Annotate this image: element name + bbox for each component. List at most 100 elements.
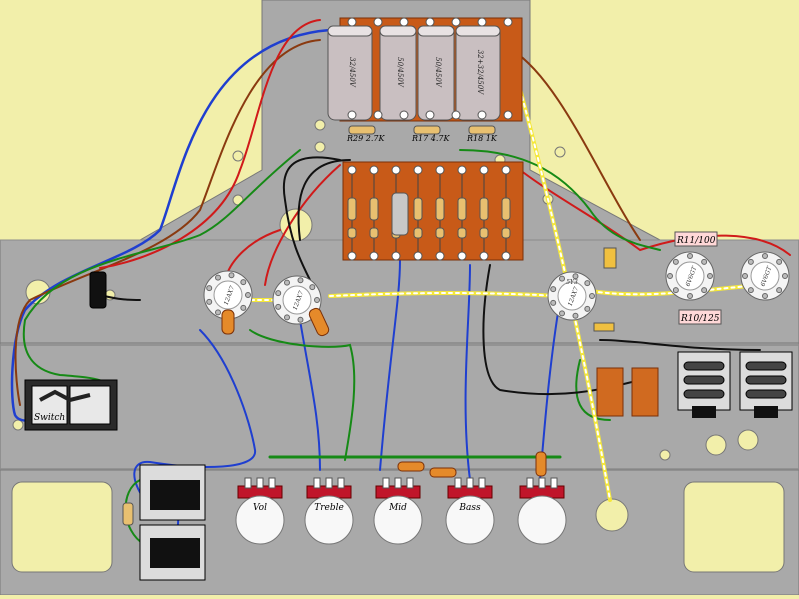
- tone-cap: [308, 307, 330, 337]
- resistor-r10: [678, 309, 722, 325]
- tube-socket: 12AX7: [272, 275, 322, 325]
- potentiometer[interactable]: Treble: [304, 477, 354, 545]
- main-board: [342, 161, 524, 261]
- input-jack-body: [150, 480, 200, 510]
- socket-pin: [572, 273, 579, 280]
- socket-center: [213, 280, 243, 310]
- mount-hole: [659, 449, 671, 461]
- turret: [479, 251, 489, 261]
- speaker-jack: [677, 351, 731, 418]
- board-resistor: [457, 197, 467, 221]
- mount-hole: [737, 429, 759, 451]
- turret: [457, 251, 467, 261]
- resistor-r11: [674, 231, 718, 247]
- socket-pin: [215, 309, 221, 316]
- pot-label: Bass: [458, 503, 481, 513]
- turret: [435, 251, 445, 261]
- pot-lug: [478, 477, 486, 489]
- pot-body[interactable]: [445, 495, 495, 545]
- board-resistor: [369, 227, 379, 239]
- pot-lug: [454, 477, 462, 489]
- filter-capacitor: 50/450V: [379, 25, 417, 121]
- pot-lug: [466, 477, 474, 489]
- turret: [435, 165, 445, 175]
- input-jack-body: [150, 538, 200, 568]
- socket-pin: [762, 253, 768, 259]
- socket-pin: [667, 273, 673, 279]
- socket-pin: [297, 316, 304, 323]
- socket-center: [750, 261, 780, 291]
- wire-heater: [584, 284, 761, 296]
- mount-hole: [595, 498, 629, 532]
- capacitor-top: [417, 25, 455, 37]
- electrolytic-cap: [391, 192, 409, 236]
- socket-pin: [559, 310, 565, 317]
- turret: [347, 251, 357, 261]
- socket-pin: [284, 279, 290, 286]
- board-resistor: [435, 227, 445, 239]
- socket-pin: [672, 287, 679, 294]
- turret: [373, 17, 383, 27]
- jack-body: [754, 406, 778, 418]
- wire-blue: [133, 329, 257, 501]
- turret: [399, 110, 409, 120]
- potentiometer[interactable]: Vol: [235, 477, 285, 545]
- switch-lug: [39, 389, 91, 403]
- wire-brown: [511, 49, 641, 241]
- jack-contact: [683, 361, 725, 371]
- socket-center: [282, 285, 312, 315]
- jack-body: [692, 406, 716, 418]
- turret: [503, 17, 513, 27]
- capacitor-label: 32/450V: [348, 57, 356, 88]
- socket-pin: [559, 275, 565, 282]
- socket-pin: [228, 272, 235, 279]
- pot-body[interactable]: [235, 495, 285, 545]
- turret: [391, 165, 401, 175]
- grid-resistor: [122, 502, 134, 526]
- tube-socket: 6V6GT: [740, 251, 790, 301]
- pot-lug: [268, 477, 276, 489]
- bias-boards: [596, 367, 659, 417]
- wire-heater: [329, 292, 561, 297]
- socket-pin: [707, 273, 713, 279]
- socket-pin: [297, 277, 304, 284]
- wire-green: [575, 359, 611, 421]
- small-cap: [593, 322, 615, 332]
- capacitor-label: 50/450V: [396, 57, 404, 88]
- socket-pin: [747, 258, 754, 265]
- filter-capacitor: 32/450V: [327, 25, 373, 121]
- capacitor-label: 32+32/450V: [476, 50, 484, 95]
- pot-body[interactable]: [373, 495, 423, 545]
- socket-pin: [550, 299, 557, 306]
- wire-green: [249, 329, 356, 461]
- wire-blue: [299, 319, 321, 471]
- pot-body[interactable]: [517, 495, 567, 545]
- socket-pin: [589, 293, 595, 299]
- board-resistor: [501, 197, 511, 221]
- board-resistor: [369, 197, 379, 221]
- potentiometer[interactable]: [517, 477, 567, 545]
- potentiometer[interactable]: Mid: [373, 477, 423, 545]
- turret: [477, 17, 487, 27]
- filter-resistor-label: R29 2.7K: [346, 134, 385, 143]
- filter-resistor: [413, 125, 441, 135]
- pot-label: Mid: [388, 503, 407, 513]
- turret: [479, 165, 489, 175]
- mount-hole: [314, 141, 326, 153]
- turret: [399, 17, 409, 27]
- turret: [413, 165, 423, 175]
- potentiometer[interactable]: Bass: [445, 477, 495, 545]
- wire-black: [297, 159, 351, 241]
- jack-contact: [745, 375, 787, 385]
- socket-pin: [701, 287, 708, 294]
- pot-lug: [313, 477, 321, 489]
- turret: [477, 110, 487, 120]
- bias-board: [596, 367, 624, 417]
- wire-black: [282, 156, 341, 281]
- turret: [369, 165, 379, 175]
- mount-hole: [12, 419, 24, 431]
- socket-pin: [275, 290, 282, 297]
- socket-pin: [687, 253, 693, 259]
- pot-body[interactable]: [304, 495, 354, 545]
